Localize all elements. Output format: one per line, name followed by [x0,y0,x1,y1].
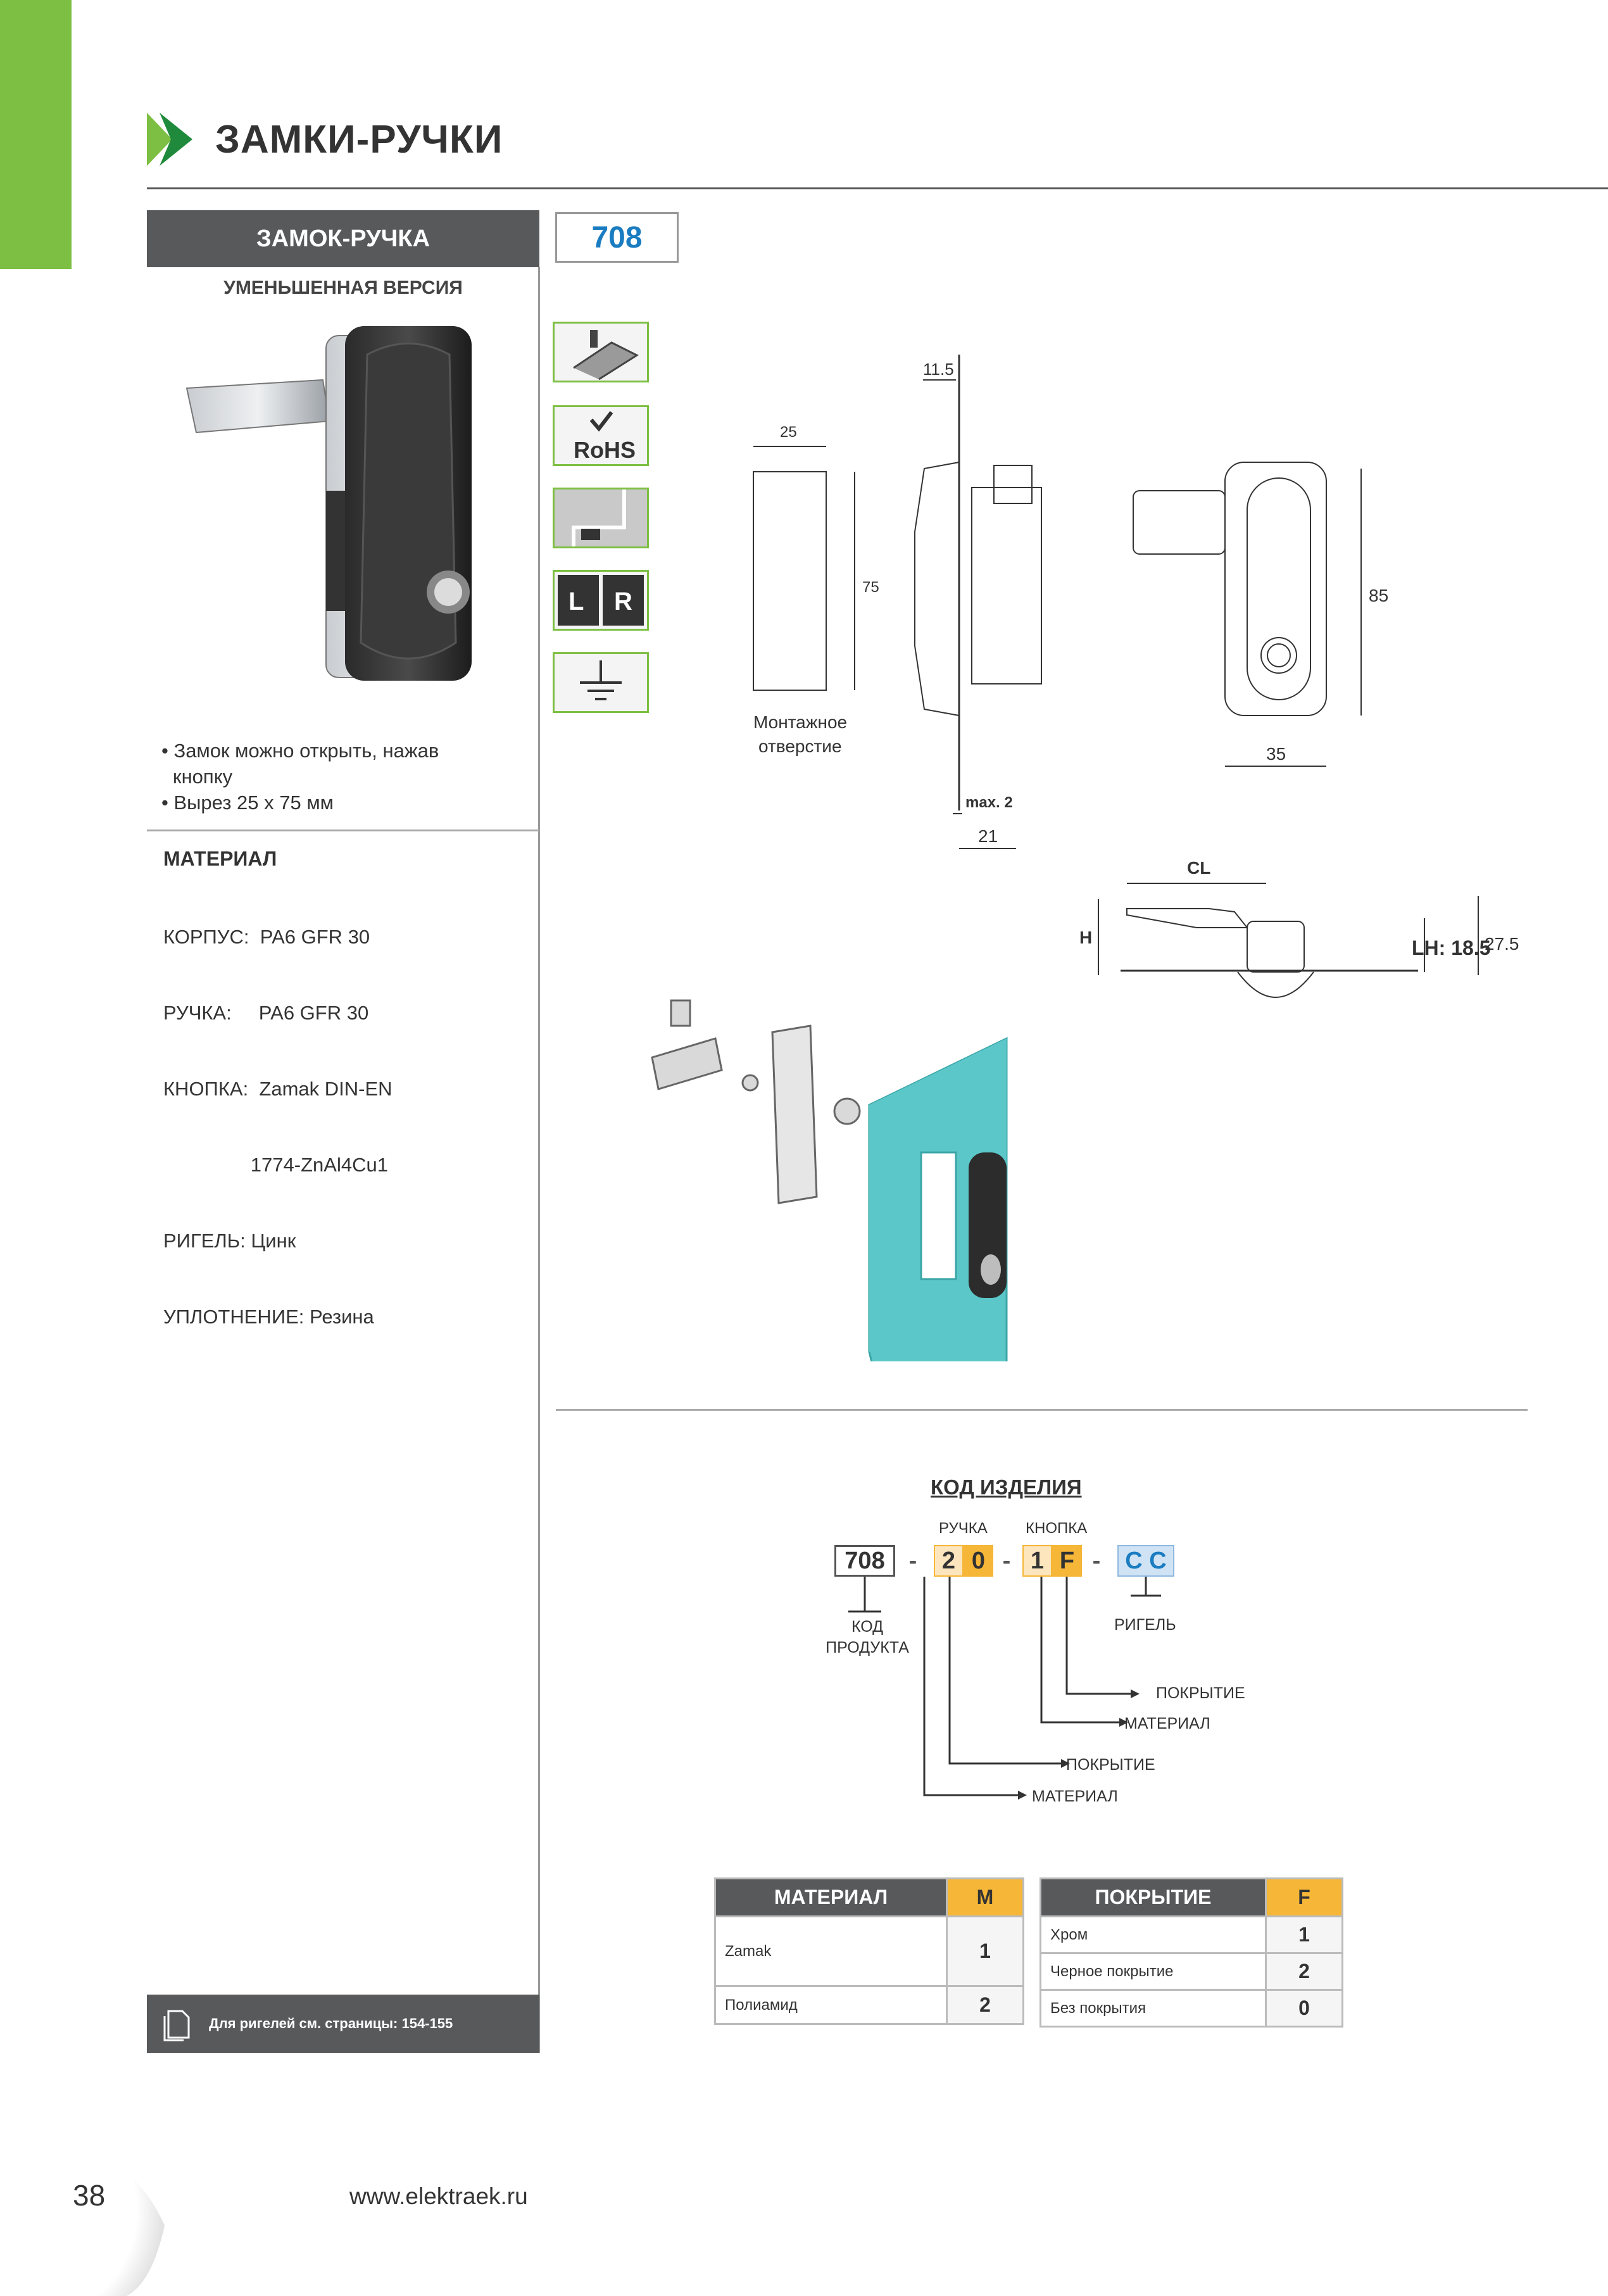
technical-drawing: Монтажное отверстие 25 75 11.5 max. 2 21… [753,355,1519,998]
feature-item: • Замок можно открыть, нажав [161,740,439,762]
icon-din-rail [553,322,649,382]
code-button-digit: F [1052,1545,1082,1577]
table-row: Хром 1 [1040,1915,1343,1954]
note-bar: Для ригелей см. страницы: 154-155 [147,1995,539,2053]
cutout-label: отверстие [758,736,842,756]
dim-label: 75 [862,579,879,596]
product-photo [185,326,472,681]
material-list: КОРПУС: PA6 GFR 30 РУЧКА: PA6 GFR 30 КНО… [163,874,393,1355]
legend-material: МАТЕРИАЛ [1124,1715,1210,1732]
table-row: Zamak 1 [714,1915,1024,1987]
coating-table: ПОКРЫТИЕ F Хром 1 Черное покрытие 2 Без … [1040,1877,1343,2028]
left-right-icon: L R [558,575,644,626]
document-icon [163,2010,190,2041]
footer-url[interactable]: www.elektraek.ru [349,2183,528,2209]
code-connectors [848,1577,1161,1800]
table-header: ПОКРЫТИЕ [1040,1877,1267,1917]
table-cell: 0 [1265,1989,1343,2028]
code-base: 708 [834,1545,895,1577]
dim-label: 27.5 [1485,934,1519,954]
table-row: Без покрытия 0 [1040,1989,1343,2028]
material-line: КОРПУС: PA6 GFR 30 [163,926,370,948]
product-code-title: КОД ИЗДЕЛИЯ [931,1475,1082,1499]
table-row: Черное покрытие 2 [1040,1952,1343,1991]
material-line: 1774-ZnAl4Cu1 [163,1154,388,1176]
page-number: 38 [73,2179,106,2212]
divider [147,829,539,831]
green-tab [0,0,72,269]
dim-label: LH: 18.5 [1412,937,1490,959]
table-cell: Zamak [714,1915,948,1987]
bolt-label: РИГЕЛЬ [1114,1616,1176,1634]
table-header-key: F [1265,1877,1343,1917]
product-label: КОД [851,1618,884,1636]
panel-mount-icon [555,489,647,546]
feature-item: • Вырез 25 х 75 мм [161,792,334,814]
dim-label: 11.5 [923,360,954,379]
dim-label: 35 [1266,744,1286,764]
ground-icon [580,660,622,700]
dim-label: 25 [780,424,797,441]
table-cell: Черное покрытие [1040,1952,1267,1991]
right-label: R [614,588,632,615]
dim-label: max. 2 [965,794,1013,811]
din-rail-icon [573,330,639,381]
material-heading: МАТЕРИАЛ [163,847,277,870]
legend-material: МАТЕРИАЛ [1032,1788,1118,1805]
code-handle-digit: 0 [964,1545,993,1577]
legend-coating: ПОКРЫТИЕ [1156,1684,1245,1702]
feature-item: кнопку [173,766,233,788]
legend-coating: ПОКРЫТИЕ [1066,1756,1155,1774]
icon-left-right: L R [553,570,649,631]
code-bolt: C C [1117,1545,1174,1577]
title-rule [147,187,1608,189]
icon-rohs: RoHS [553,405,649,466]
material-table: МАТЕРИАЛ M Zamak 1 Полиамид 2 [714,1877,1024,2025]
material-line: УПЛОТНЕНИЕ: Резина [163,1306,374,1328]
note-text: Для ригелей см. страницы: 154-155 [209,2015,453,2031]
material-line: РИГЕЛЬ: Цинк [163,1230,296,1252]
page-title: ЗАМКИ-РУЧКИ [215,118,503,161]
product-label: ПРОДУКТА [826,1639,909,1656]
section-title: ЗАМОК-РУЧКА [147,210,539,267]
material-line: РУЧКА: PA6 GFR 30 [163,1002,369,1024]
handle-label: РУЧКА [939,1520,988,1537]
material-line: КНОПКА: Zamak DIN-EN [163,1078,393,1100]
code-dash: - [1002,1547,1011,1574]
rohs-icon: RoHS [574,411,636,463]
code-button-digit: 1 [1022,1545,1052,1577]
button-label: КНОПКА [1026,1520,1088,1537]
column-divider [538,267,540,2053]
icon-panel-mount [553,488,649,548]
section-divider [556,1409,1528,1411]
feature-list: • Замок можно открыть, нажав кнопку • Вы… [161,738,439,816]
table-cell: Хром [1040,1915,1267,1954]
table-cell: 1 [946,1915,1024,1987]
left-label: L [568,588,584,615]
table-row: Полиамид 2 [714,1985,1024,2025]
arrow-icon [147,113,192,166]
dim-label: H [1079,928,1092,947]
table-cell: 2 [946,1985,1024,2025]
table-header-key: M [946,1877,1024,1917]
code-dash: - [1092,1547,1101,1574]
dim-label: 85 [1369,586,1388,605]
table-header: МАТЕРИАЛ [714,1877,948,1917]
cutout-label: Монтажное [753,712,847,732]
dim-label: CL [1187,858,1210,878]
code-dash: - [908,1547,917,1574]
page-corner [0,2124,165,2296]
table-cell: 1 [1265,1915,1343,1954]
code-handle-digit: 2 [934,1545,964,1577]
product-code-badge: 708 [555,212,679,263]
table-cell: Без покрытия [1040,1989,1267,2028]
assembly-view [651,999,1008,1361]
table-cell: 2 [1265,1952,1343,1991]
rohs-label: RoHS [574,437,636,463]
dim-label: 21 [978,826,998,846]
icon-ground [553,652,649,713]
section-subtitle: УМЕНЬШЕННАЯ ВЕРСИЯ [223,277,463,298]
table-cell: Полиамид [714,1985,948,2025]
